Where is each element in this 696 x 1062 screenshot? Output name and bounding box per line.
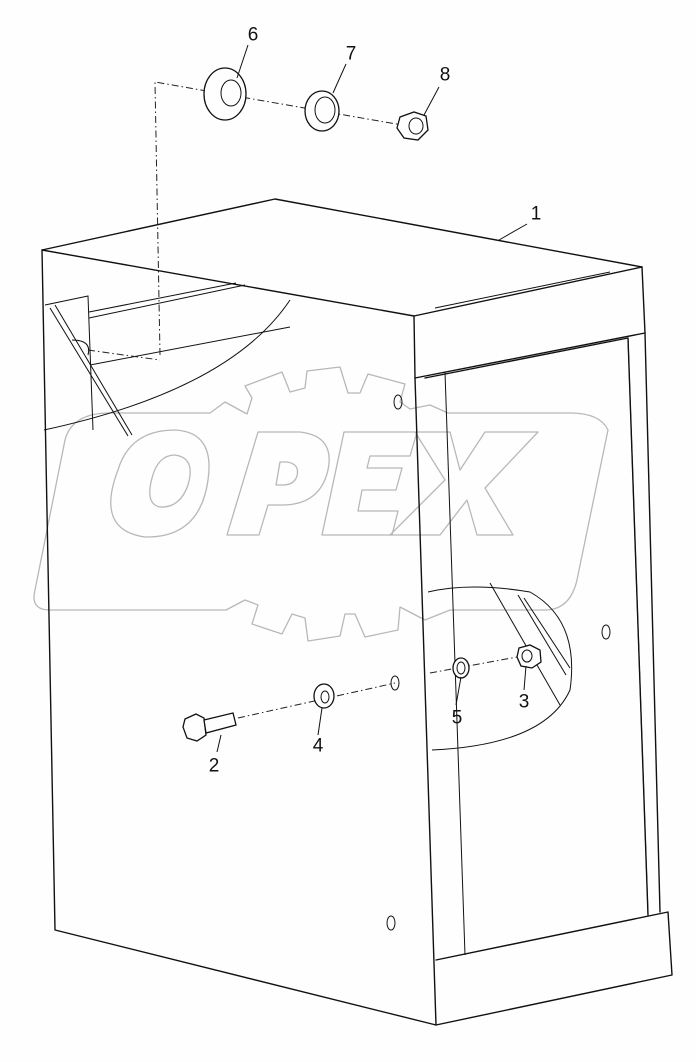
assembly-line-bottom	[237, 654, 529, 719]
callout-2: 2	[208, 755, 220, 777]
lock-washer-5	[452, 657, 470, 679]
callout-7: 7	[345, 43, 357, 65]
callout-6: 6	[247, 24, 259, 46]
callout-8: 8	[439, 64, 451, 86]
assembly-line-top	[154, 81, 403, 356]
flat-washer-6	[203, 67, 247, 121]
callout-1: 1	[530, 203, 542, 225]
enclosure-box	[41, 198, 673, 1026]
leader-lines	[216, 44, 528, 753]
callout-5: 5	[451, 707, 463, 729]
opex-watermark	[33, 366, 609, 642]
hex-bolt-2	[182, 712, 237, 742]
assembly-line-top-inner	[87, 349, 161, 361]
lock-washer-7	[304, 90, 340, 132]
hex-nut-8	[396, 111, 429, 141]
flat-washer-4	[313, 683, 335, 709]
hex-nut-3	[516, 644, 542, 669]
callout-3: 3	[518, 691, 530, 713]
callout-4: 4	[312, 735, 324, 757]
